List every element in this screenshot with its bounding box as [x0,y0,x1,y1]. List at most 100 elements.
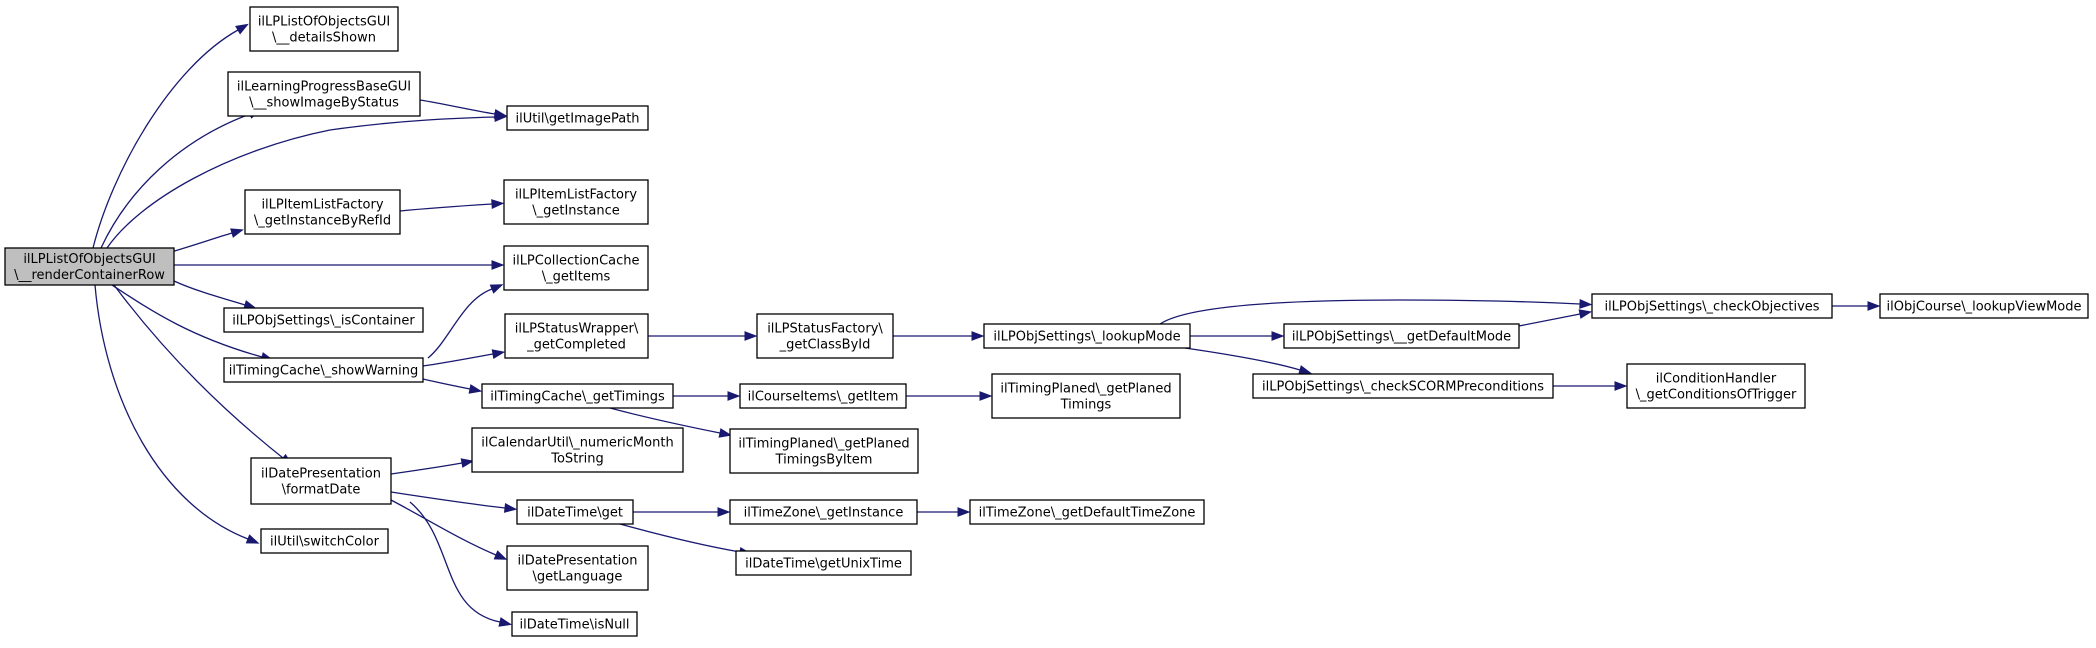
node-isContainer[interactable]: ilLPObjSettings\_isContainer [223,307,424,333]
node-box[interactable] [503,245,649,291]
node-getClassById[interactable]: ilLPStatusFactory\_getClassById [756,313,894,359]
node-box[interactable] [227,71,421,117]
node-box[interactable] [511,611,638,637]
node-lookupViewMode[interactable]: ilObjCourse\_lookupViewMode [1879,293,2089,319]
node-box[interactable] [729,428,919,474]
arrowhead-icon [493,109,508,119]
edge-getInstanceByRefId-to-itemListGetInstance [399,199,505,212]
node-box[interactable] [983,323,1191,349]
node-isNull[interactable]: ilDateTime\isNull [511,611,638,637]
edge-getClassById-to-lookupMode [893,331,985,341]
node-box[interactable] [504,313,649,359]
node-getDefaultTimeZone[interactable]: ilTimeZone\_getDefaultTimeZone [969,499,1205,525]
node-getImagePath[interactable]: ilUtil\getImagePath [506,105,649,131]
node-label-line: ilUtil\switchColor [270,535,380,550]
node-box[interactable] [969,499,1205,525]
node-formatDate[interactable]: ilDatePresentation\formatDate [250,457,392,505]
node-detailsShown[interactable]: ilLPListOfObjectsGUI\__detailsShown [249,6,399,52]
node-box[interactable] [1283,323,1520,349]
edge-checkSCORM-to-getConditionsOfTrigger [1553,381,1628,391]
node-getUnixTime[interactable]: ilDateTime\getUnixTime [735,550,912,576]
node-lookupMode[interactable]: ilLPObjSettings\_lookupMode [983,323,1191,349]
edge-courseItemsGetItem-to-getPlanedTimings [906,391,993,401]
node-timeZoneGetInstance[interactable]: ilTimeZone\_getInstance [729,499,918,525]
node-checkObjectives[interactable]: ilLPObjSettings\_checkObjectives [1591,293,1833,319]
node-courseItemsGetItem[interactable]: ilCourseItems\_getItem [739,383,907,409]
edge-getTimings-to-courseItemsGetItem [673,391,741,401]
edge-formatDate-to-dateTimeGet [390,491,518,513]
node-label-line: ilLPObjSettings\_checkObjectives [1604,300,1819,315]
node-getLanguage[interactable]: ilDatePresentation\getLanguage [506,545,649,591]
node-box[interactable] [249,6,399,52]
node-showWarning[interactable]: ilTimingCache\_showWarning [223,357,424,383]
node-label-line: ilTimingCache\_showWarning [229,364,419,379]
node-getConditionsOfTrigger[interactable]: ilConditionHandler\_getConditionsOfTrigg… [1626,363,1806,409]
node-label-line: ilLPObjSettings\_isContainer [232,314,415,329]
arrowhead-icon [1867,301,1881,311]
edge-root-to-collectionGetItems [174,260,505,270]
node-box[interactable] [223,307,424,333]
node-collectionGetItems[interactable]: ilLPCollectionCache\_getItems [503,245,649,291]
node-switchColor[interactable]: ilUtil\switchColor [260,528,389,554]
node-box[interactable] [729,499,918,525]
node-label-line: ilTimeZone\_getDefaultTimeZone [979,506,1196,521]
node-getCompleted[interactable]: ilLPStatusWrapper\_getCompleted [504,313,649,359]
node-label-line: TimingsByItem [775,453,873,468]
node-box[interactable] [735,550,912,576]
node-label-line: \__renderContainerRow [14,268,165,283]
arrowhead-icon [245,534,260,544]
arrowhead-icon [717,507,731,517]
edge-showImageByStatus-to-getImagePath [419,99,508,119]
node-label-line: ilTimingPlaned\_getPlaned [1000,382,1171,397]
node-label-line: ilDateTime\get [527,506,623,521]
node-checkSCORM[interactable]: ilLPObjSettings\_checkSCORMPreconditions [1252,373,1554,399]
node-box[interactable] [244,189,401,235]
node-box[interactable] [4,247,175,286]
node-box[interactable] [1879,293,2089,319]
node-box[interactable] [223,357,424,383]
node-getDefaultMode[interactable]: ilLPObjSettings\__getDefaultMode [1283,323,1520,349]
edge-lookupMode-to-checkObjectives [1159,299,1593,325]
node-itemListGetInstance[interactable]: ilLPItemListFactory\_getInstance [503,179,649,225]
arrowhead-icon [491,199,505,209]
node-box[interactable] [1591,293,1833,319]
edge-showWarning-to-getTimings [422,378,483,394]
arrowhead-icon [498,617,513,627]
node-box[interactable] [260,528,389,554]
node-label-line: Timings [1060,398,1112,413]
node-showImageByStatus[interactable]: ilLearningProgressBaseGUI\__showImageByS… [227,71,421,117]
arrowhead-icon [1271,331,1285,341]
node-getTimings[interactable]: ilTimingCache\_getTimings [481,383,674,409]
node-box[interactable] [1252,373,1554,399]
node-box[interactable] [506,105,649,131]
node-box[interactable] [471,427,684,473]
node-label-line: ilCalendarUtil\_numericMonth [481,436,673,451]
node-label-line: ilObjCourse\_lookupViewMode [1887,300,2082,315]
node-root[interactable]: ilLPListOfObjectsGUI\__renderContainerRo… [4,247,175,286]
node-dateTimeGet[interactable]: ilDateTime\get [516,499,634,525]
node-box[interactable] [503,179,649,225]
node-label-line: ilLPStatusFactory\ [767,322,883,337]
node-box[interactable] [481,383,674,409]
node-box[interactable] [516,499,634,525]
node-label-line: ilLPItemListFactory [515,188,637,203]
node-label-line: ilLPObjSettings\_checkSCORMPreconditions [1262,380,1544,395]
node-box[interactable] [991,373,1181,419]
node-label-line: \getLanguage [533,570,623,585]
node-box[interactable] [739,383,907,409]
node-box[interactable] [506,545,649,591]
node-box[interactable] [756,313,894,359]
node-label-line: ilTimingPlaned\_getPlaned [738,437,909,452]
node-label-line: ilLearningProgressBaseGUI [237,80,411,95]
node-box[interactable] [1626,363,1806,409]
node-box[interactable] [250,457,392,505]
node-label-line: ilLPListOfObjectsGUI [23,252,155,267]
node-label-line: ilLPStatusWrapper\ [515,322,639,337]
node-getInstanceByRefId[interactable]: ilLPItemListFactory\_getInstanceByRefId [244,189,401,235]
node-label-line: ilLPObjSettings\_lookupMode [993,330,1180,345]
arrowhead-icon [503,503,518,513]
